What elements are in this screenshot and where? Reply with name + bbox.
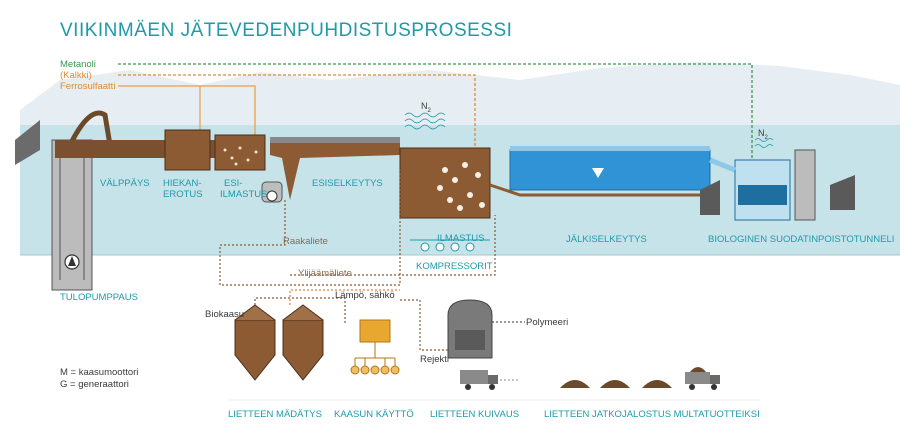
label-lampo: Lämpö, sähkö — [335, 290, 395, 301]
return-pipe — [489, 183, 700, 197]
n2-label-filter: N2 — [758, 128, 768, 141]
label-esi-1: ESI- — [224, 178, 243, 189]
label-kaasun: KAASUN KÄYTTÖ — [334, 409, 414, 420]
legend-m: M = kaasumoottori — [60, 367, 139, 378]
heat-line — [289, 289, 400, 305]
truck-1 — [460, 370, 498, 390]
n2-label-aeration: N2 — [421, 101, 431, 114]
legend-g: G = generaattori — [60, 379, 129, 390]
compressors — [410, 239, 490, 252]
inlet-tunnel — [15, 120, 40, 165]
label-poistotunneli: POISTOTUNNELI — [818, 234, 895, 245]
ferrous-line — [118, 85, 256, 140]
methanol-line — [118, 63, 753, 160]
primary-clarifier-deck — [270, 137, 400, 143]
aeration-wavy-lines — [404, 112, 446, 130]
secondary-clarifier — [509, 149, 711, 191]
gas-engine — [359, 319, 391, 343]
label-hiekan-1: HIEKAN- — [163, 178, 202, 189]
label-hiekan-2: EROTUS — [163, 189, 203, 200]
ferrous-sulfate-label: Ferrosulfaatti — [60, 81, 116, 92]
filter-wavy-lines — [754, 138, 774, 148]
tunnel-1 — [700, 180, 720, 215]
compost-piles — [560, 380, 672, 388]
outlet-tunnel — [830, 175, 855, 210]
digesters — [234, 297, 346, 381]
label-valppays: VÄLPPÄYS — [100, 178, 150, 189]
methanol-label: Metanoli — [60, 59, 96, 70]
lime-line — [118, 74, 476, 160]
label-biologinen: BIOLOGINEN SUODATIN — [708, 234, 819, 245]
reject-line — [400, 299, 448, 351]
pre-aeration — [214, 134, 266, 171]
label-rejekti: Rejekti — [420, 354, 450, 365]
label-raakaliete: Raakaliete — [283, 236, 328, 247]
generators — [350, 365, 400, 375]
label-madatys: LIETTEEN MÄDÄTYS — [228, 409, 322, 420]
label-jatko: LIETTEEN JATKOJALOSTUS MULTATUOTTEIKSI — [544, 409, 760, 420]
discharge-tower — [794, 149, 816, 221]
label-esi-2: ILMASTUS — [220, 189, 268, 200]
page-title: VIIKINMÄEN JÄTEVEDENPUHDISTUSPROSESSI — [60, 20, 513, 41]
aeration-basin — [399, 147, 491, 219]
primary-clarifier — [270, 143, 400, 200]
label-esiselkeytys: ESISELKEYTYS — [312, 178, 383, 189]
label-ylijaamaliete: Ylijäämäliete — [298, 268, 352, 279]
label-jalkiselkeytys: JÄLKISELKEYTYS — [566, 234, 647, 245]
screw-conveyor — [67, 110, 113, 147]
label-kompressorit: KOMPRESSORIT — [416, 261, 493, 272]
label-ilmastus: ILMASTUS — [437, 233, 485, 244]
grit-chamber — [164, 129, 211, 171]
lime-label: (Kalkki) — [60, 70, 92, 81]
label-polymeeri: Polymeeri — [526, 317, 569, 328]
excess-sludge-line — [290, 215, 496, 276]
label-kuivaus: LIETTEEN KUIVAUS — [430, 409, 520, 420]
label-biokaasu: Biokaasu — [205, 309, 245, 320]
truck-2 — [685, 367, 720, 390]
label-tulopumppaus: TULOPUMPPAUS — [60, 292, 138, 303]
raw-sludge-line — [219, 170, 401, 286]
